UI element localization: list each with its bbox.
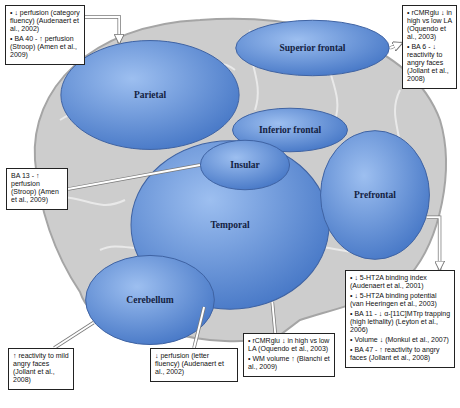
annotation-box: • rCMRglu ↓ in high vs low LA (Oquendo e… <box>402 5 457 89</box>
connector-shadow <box>54 323 93 349</box>
region-ellipse <box>86 255 215 344</box>
brain-region: Inferior frontal <box>232 108 348 152</box>
connector-shadow <box>390 43 402 48</box>
annotation-text: • BA 11 - ↓ α-[11C]MTrp trapping (high l… <box>350 310 451 334</box>
region-label: Parietal <box>134 90 166 100</box>
annotation-text: BA 13 - ↑ perfusion (Stroop) (Amen et al… <box>11 172 64 204</box>
brain-region: Parietal <box>60 40 240 150</box>
region-label: Temporal <box>210 220 249 230</box>
brain-region: Prefrontal <box>320 130 430 260</box>
connector-line <box>54 323 93 349</box>
region-label: Cerebellum <box>126 295 173 305</box>
connector <box>390 43 402 48</box>
annotation-text: • BA 40 - ↑ perfusion (Stroop) (Amen et … <box>10 35 81 59</box>
annotation-text: • ↓ perfusion (category fluency) (Audena… <box>10 9 81 33</box>
annotation-text: ↑ reactivity to mild angry faces (Jollan… <box>13 352 70 384</box>
region-label: Superior frontal <box>280 43 346 53</box>
connector <box>85 17 119 43</box>
annotation-text: • rCMRglu ↓ in high vs low LA (Oquendo e… <box>248 337 331 353</box>
annotation-box: ↑ reactivity to mild angry faces (Jollan… <box>8 348 74 390</box>
brain-region: Temporal <box>130 140 330 310</box>
connector-line <box>390 43 402 48</box>
connector-line <box>427 217 440 270</box>
connector-shadow <box>427 217 440 270</box>
annotation-text: • BA 47 - ↑ reactivity to angry faces (J… <box>350 346 451 362</box>
annotation-text: • WM volume ↑ (Bianchi et al., 2009) <box>248 355 331 371</box>
brain-region: Cerebellum <box>85 255 215 345</box>
connector-line <box>272 302 275 333</box>
annotation-text: • Volume ↓ (Monkul et al., 2007) <box>350 336 451 344</box>
brain-region: Insular <box>200 140 290 190</box>
annotation-box: • ↓ 5-HT2A binding index (Audenaert et a… <box>345 270 455 368</box>
region-ellipse <box>61 41 239 150</box>
annotation-text: • ↓ 5-HT2A binding potential (van Heerin… <box>350 292 451 308</box>
annotation-box: ↓ perfusion (letter fluency) (Audenaert … <box>150 348 238 382</box>
region-ellipse <box>236 20 389 75</box>
annotation-text: ↓ perfusion (letter fluency) (Audenaert … <box>155 352 234 376</box>
annotation-text: • BA 6 - ↓ reactivity to angry faces (Jo… <box>407 43 453 83</box>
annotation-box: • ↓ perfusion (category fluency) (Audena… <box>5 5 85 65</box>
connector-line <box>85 17 119 43</box>
region-label: Inferior frontal <box>259 125 321 135</box>
connector <box>272 302 275 333</box>
connector-shadow <box>85 17 119 43</box>
annotation-text: • rCMRglu ↓ in high vs low LA (Oquendo e… <box>407 9 453 41</box>
annotation-box: BA 13 - ↑ perfusion (Stroop) (Amen et al… <box>6 168 68 210</box>
region-ellipse <box>321 131 430 260</box>
connector-shadow <box>272 302 275 333</box>
annotation-box: • rCMRglu ↓ in high vs low LA (Oquendo e… <box>243 333 335 377</box>
region-label: Prefrontal <box>354 190 396 200</box>
connector <box>427 217 440 270</box>
connector <box>54 323 93 349</box>
region-ellipse <box>200 140 289 190</box>
annotation-text: • ↓ 5-HT2A binding index (Audenaert et a… <box>350 274 451 290</box>
region-label: Insular <box>230 160 260 170</box>
brain-region: Superior frontal <box>235 20 390 76</box>
